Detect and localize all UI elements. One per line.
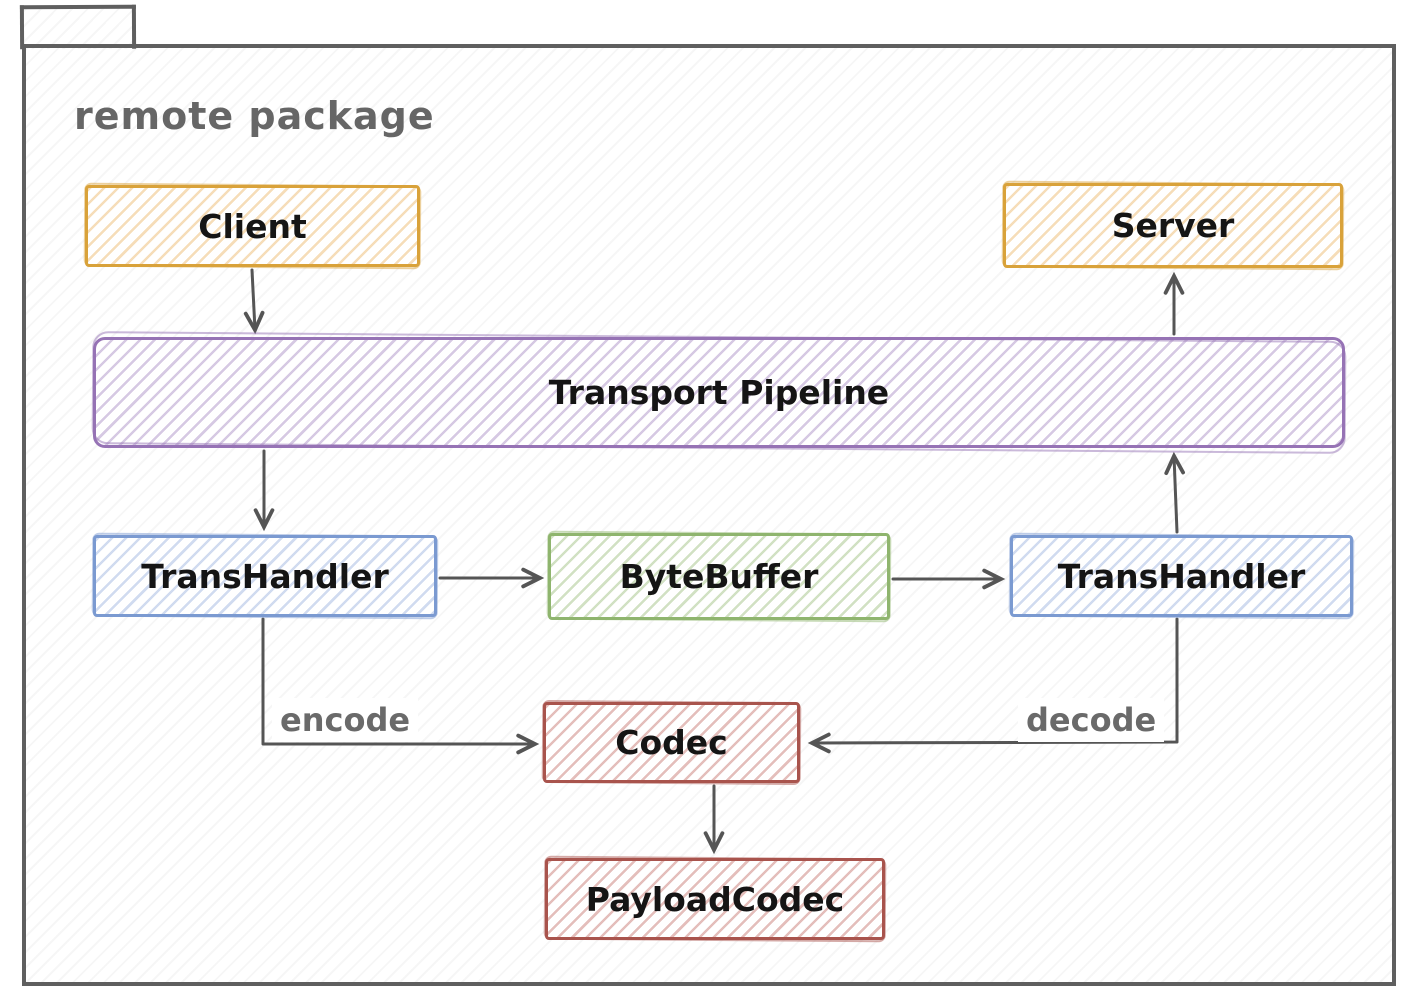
node-transhandler-left[interactable]: TransHandler	[93, 535, 437, 617]
node-server[interactable]: Server	[1003, 183, 1343, 268]
node-server-label: Server	[1111, 206, 1235, 245]
package-title: remote package	[74, 94, 435, 138]
edge-label-encode: encode	[272, 698, 419, 742]
node-client[interactable]: Client	[85, 185, 420, 267]
node-transport-pipeline-label: Transport Pipeline	[548, 373, 890, 412]
node-bytebuffer[interactable]: ByteBuffer	[548, 533, 890, 620]
node-transhandler-left-label: TransHandler	[141, 556, 389, 596]
package-tab	[19, 4, 137, 50]
node-codec[interactable]: Codec	[543, 702, 800, 783]
node-transhandler-right[interactable]: TransHandler	[1010, 535, 1353, 617]
edge-label-decode: decode	[1018, 698, 1165, 742]
node-transhandler-right-label: TransHandler	[1057, 556, 1306, 596]
node-transport-pipeline[interactable]: Transport Pipeline	[93, 337, 1345, 448]
node-payloadcodec-label: PayloadCodec	[585, 879, 845, 919]
node-payloadcodec[interactable]: PayloadCodec	[545, 858, 885, 940]
node-client-label: Client	[198, 206, 307, 246]
node-codec-label: Codec	[615, 723, 728, 762]
node-bytebuffer-label: ByteBuffer	[619, 557, 819, 596]
